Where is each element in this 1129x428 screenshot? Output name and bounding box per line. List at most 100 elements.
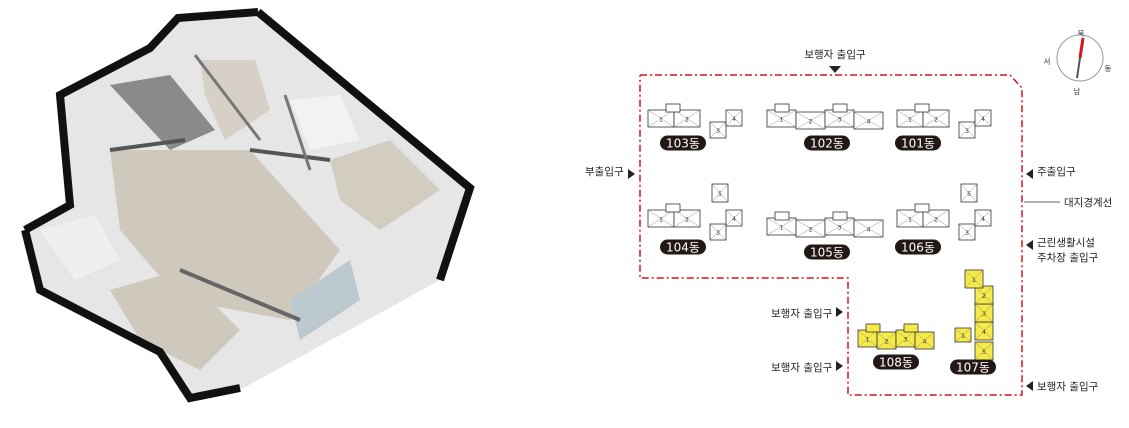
stair-core [832,103,848,113]
unit-diagonal [766,109,797,128]
stair-core [774,103,790,113]
building-badge [895,239,941,255]
arrow-right-icon [836,307,843,317]
building-badge [804,135,850,151]
unit-diagonal [795,111,826,130]
stair-core [914,103,930,113]
building-badge [660,239,706,255]
compass-south: 남 [1074,87,1081,96]
unit-number: 4 [923,339,927,346]
label-boundary: 대지경계선 [1064,196,1112,209]
inner-wall [249,148,331,162]
floor-bedroom-top [200,60,270,140]
building-badge [804,244,850,260]
outer-wall-bottom [21,229,241,403]
unit-diagonal [964,269,984,289]
unit-number: 3 [982,311,986,318]
building-label: 105동 [810,246,844,260]
compass-east: 동 [1105,64,1112,73]
unit-number: 1 [908,217,912,224]
unit-diagonal [922,109,950,128]
building-label: 108동 [879,356,913,370]
compass-ring [1056,34,1104,82]
compass-north: 북 [1078,29,1085,38]
unit-number: 2 [809,119,813,126]
bathroom-right [290,95,360,150]
stair-core [914,203,930,213]
building-label: 106동 [901,241,935,255]
unit-number: 2 [685,217,689,224]
unit-diagonal [922,209,950,228]
unit-diagonal [958,121,976,139]
unit-diagonal [711,183,729,203]
kitchen-counter [110,75,215,150]
unit-number: 4 [867,227,871,234]
unit-diagonal [960,183,978,203]
unit-diagonal [958,223,976,241]
unit-number: 1 [961,333,965,340]
building-badge [895,135,941,151]
label-top-pedestrian: 보행자 출입구 [804,48,866,61]
unit-number: 1 [659,217,663,224]
unit-diagonal [853,219,884,238]
label-commercial-line2: 주차장 출입구 [1037,251,1099,264]
unit-diagonal [974,341,994,361]
unit-number: 3 [965,128,969,135]
unit-number: 5 [982,349,986,356]
unit-diagonal [725,109,743,127]
inner-wall [179,268,301,322]
unit-number: 1 [659,117,663,124]
unit-diagonal [974,285,994,305]
label-main-entrance: 주출입구 [1037,165,1076,178]
unit-diagonal [914,331,935,350]
unit-diagonal [824,109,855,128]
unit-number: 2 [982,293,986,300]
stair-core [774,211,790,221]
unit-number: 3 [716,230,720,237]
outer-wall [23,8,259,234]
bathroom-left [40,215,120,280]
label-bottom-right-pedestrian: 보행자 출입구 [1037,380,1099,393]
arrow-left-icon [1026,169,1033,179]
unit-diagonal [974,321,994,341]
unit-diagonal [974,209,992,227]
label-left-pedestrian-1: 보행자 출입구 [771,307,833,320]
arrow-down-icon [829,66,841,73]
stair-core [832,211,848,221]
unit-diagonal [647,209,675,228]
unit-diagonal [974,303,994,323]
unit-number: 3 [838,225,842,232]
building-label: 103동 [666,137,700,151]
unit-diagonal [954,327,972,343]
arrow-left-icon [1026,240,1033,250]
unit-number: 2 [934,217,938,224]
unit-diagonal [647,109,675,128]
label-commercial-line1: 근린생활시설 [1037,236,1095,249]
inner-wall [283,94,312,171]
unit-number: 5 [718,191,722,198]
unit-diagonal [974,109,992,127]
building-badge [660,135,706,151]
unit-number: 1 [908,117,912,124]
unit-number: 5 [967,191,971,198]
outer-wall-right [255,8,475,282]
building-label: 107동 [956,361,990,375]
unit-number: 4 [981,116,985,123]
label-left-pedestrian-2: 보행자 출입구 [771,361,833,374]
unit-diagonal [795,219,826,238]
compass: 북 남 동 서 [1044,29,1112,96]
unit-number: 2 [685,117,689,124]
unit-number: 1 [972,277,976,284]
unit-diagonal [709,223,727,241]
unit-number: 2 [809,227,813,234]
label-sub-entrance: 부출입구 [585,165,624,178]
inner-wall [193,54,262,141]
